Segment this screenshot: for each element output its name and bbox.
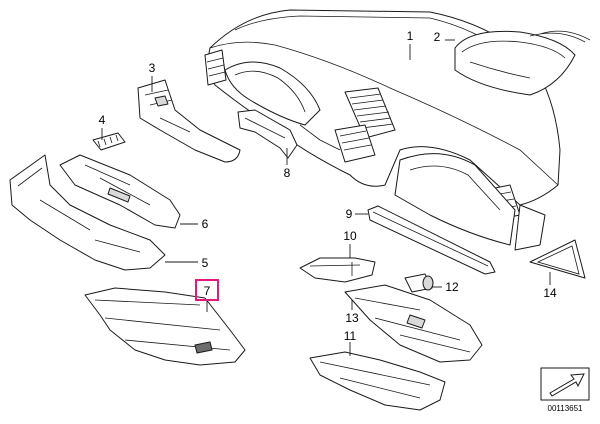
part-10-bracket xyxy=(299,257,376,283)
document-number: 00113651 xyxy=(548,404,584,413)
part-8-bracket xyxy=(237,109,298,159)
part-13-console-bracket xyxy=(344,284,483,363)
part-4-clip xyxy=(92,132,126,151)
part-2-airbag-cover xyxy=(454,30,591,96)
arrow-icon xyxy=(540,367,590,401)
callout-4: 4 xyxy=(99,113,106,127)
leader-lines xyxy=(101,39,551,356)
callout-7: 7 xyxy=(204,284,211,298)
callout-7-highlight-box xyxy=(195,279,219,301)
part-14-end-trim xyxy=(529,239,586,279)
callout-3: 3 xyxy=(149,61,156,75)
callout-6: 6 xyxy=(202,217,209,231)
callout-13: 13 xyxy=(345,311,359,325)
part-12-plug xyxy=(404,273,434,293)
callout-9: 9 xyxy=(346,207,353,221)
callout-2: 2 xyxy=(434,30,441,44)
callout-8: 8 xyxy=(284,166,291,180)
part-7-insulation xyxy=(84,287,246,366)
callout-12: 12 xyxy=(445,280,459,294)
part-5-lower-panel xyxy=(9,154,166,271)
callout-14: 14 xyxy=(543,286,557,300)
callout-5: 5 xyxy=(202,256,209,270)
part-6-bracket xyxy=(59,154,181,229)
callout-1: 1 xyxy=(407,29,414,43)
part-9-trim-strip xyxy=(367,205,496,275)
callout-10: 10 xyxy=(343,229,357,243)
callout-11: 11 xyxy=(344,329,357,343)
part-11-floor-bracket xyxy=(309,351,446,411)
callout-labels: 1 2 3 4 5 6 7 8 9 10 12 13 11 14 xyxy=(99,29,557,343)
part-3-trim-panel xyxy=(137,79,241,163)
